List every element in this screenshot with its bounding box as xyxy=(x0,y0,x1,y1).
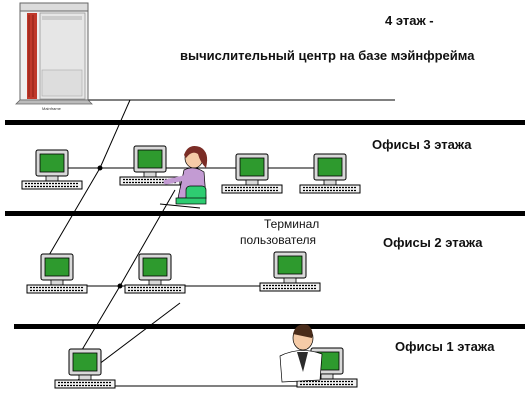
terminal-2c-user xyxy=(259,251,321,292)
junction-node-3 xyxy=(97,165,103,171)
floor2-drop xyxy=(119,189,176,287)
floor4-title: 4 этаж - xyxy=(385,13,434,28)
floor-line-4 xyxy=(5,120,525,125)
floor3-label: Офисы 3 этажа xyxy=(372,137,472,152)
junction-node-2 xyxy=(117,283,123,289)
mainframe-caption: Mainframe xyxy=(42,106,62,111)
floor1-label: Офисы 1 этажа xyxy=(395,339,495,354)
man-operator-figure xyxy=(279,324,323,383)
floor2-terminals xyxy=(26,251,321,294)
mainframe xyxy=(15,2,93,105)
terminal-3d xyxy=(299,153,361,194)
backbone-cable xyxy=(99,99,131,169)
network-cabling xyxy=(44,99,395,387)
terminal-2a xyxy=(26,253,88,294)
floor-line-2 xyxy=(14,324,525,329)
terminal-2b xyxy=(124,253,186,294)
terminal-1a xyxy=(54,348,116,389)
floor-separators xyxy=(5,120,525,329)
terminal-label-line1: Терминал xyxy=(264,217,320,231)
backbone-cable-2 xyxy=(44,167,101,263)
floor-line-3 xyxy=(5,211,525,216)
terminal-3c xyxy=(221,153,283,194)
woman-operator-figure xyxy=(159,146,208,209)
terminal-label-line2: пользователя xyxy=(240,233,316,247)
terminal-3a xyxy=(21,149,83,190)
floor2-label: Офисы 2 этажа xyxy=(383,235,483,250)
floor4-subtitle: вычислительный центр на базе мэйнфрейма xyxy=(180,48,475,63)
